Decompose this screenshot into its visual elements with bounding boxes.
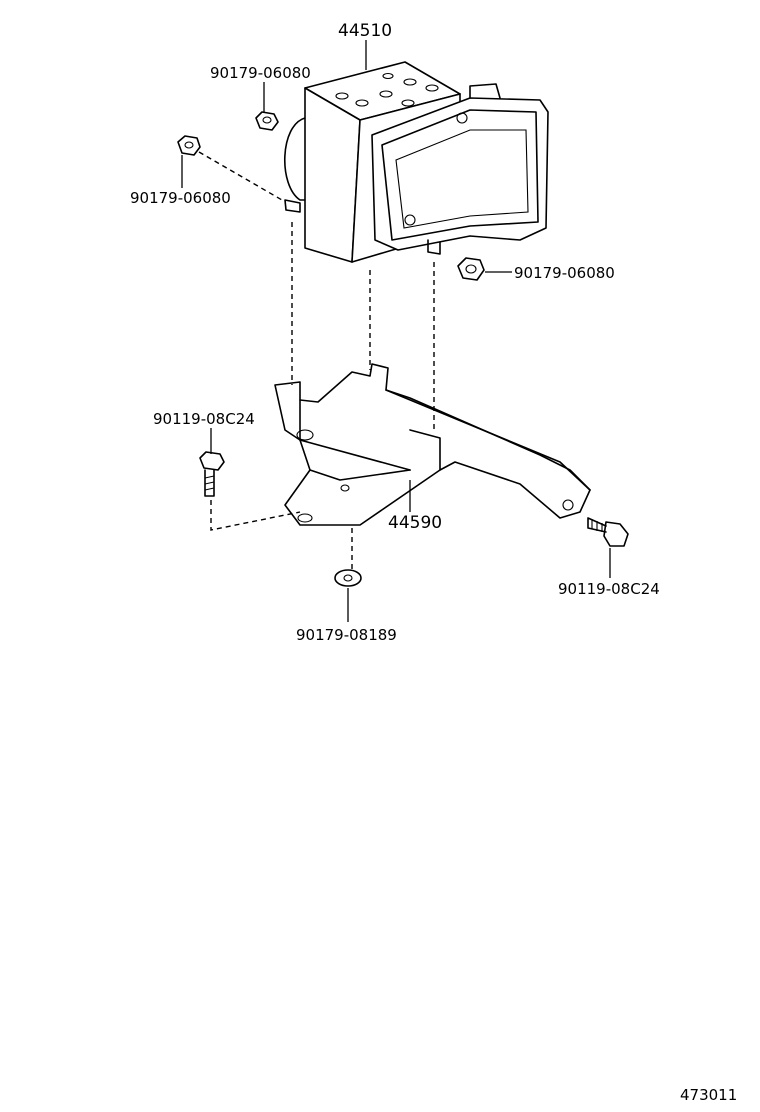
bolt-left-drawing	[199, 451, 225, 497]
label-bracket-44590: 44590	[388, 513, 442, 533]
label-nut-top: 90179-06080	[210, 64, 311, 82]
assembly-lines	[198, 151, 435, 570]
label-bolt-left: 90119-08C24	[153, 410, 255, 428]
label-bolt-right: 90119-08C24	[558, 580, 660, 598]
leader-lines	[181, 40, 611, 622]
label-nut-bottom: 90179-08189	[296, 626, 397, 644]
nut-right-drawing	[457, 257, 485, 281]
label-actuator-44510: 44510	[338, 21, 392, 41]
bracket-drawing	[274, 363, 591, 526]
label-nut-right: 90179-06080	[514, 264, 615, 282]
abs-actuator-drawing	[283, 61, 549, 263]
nut-left-drawing	[177, 135, 201, 156]
nut-top-drawing	[255, 111, 279, 131]
bolt-right-drawing	[587, 517, 629, 547]
label-nut-left: 90179-06080	[130, 189, 231, 207]
nut-bottom-drawing	[334, 569, 362, 587]
figure-code: 473011	[680, 1086, 737, 1104]
